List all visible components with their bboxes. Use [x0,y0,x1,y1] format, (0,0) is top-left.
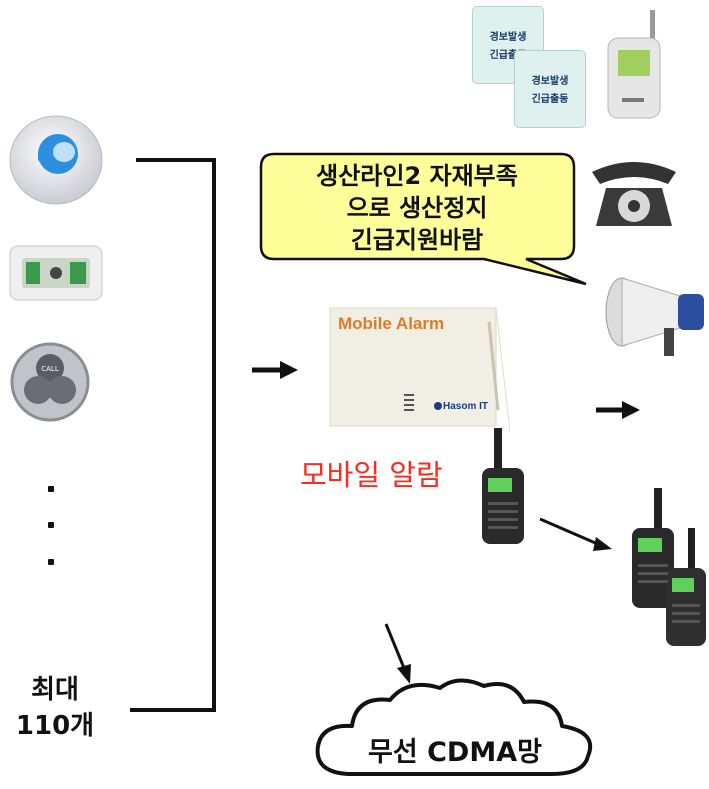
triple-call-button-device: CALL [8,340,92,424]
pager-back-line1: 경보발생 [489,32,527,43]
pager-front-line2: 긴급출동 [531,94,569,105]
walkie-talkie-icon [482,428,524,544]
cdma-network-label: 무선 CDMA망 [368,737,542,768]
callout-text: 생산라인2 자재부족 으로 생산정지 긴급지원바람 [268,160,566,256]
svg-text:CALL: CALL [41,365,59,373]
ellipsis-dot [48,486,54,492]
pager-back-line2: 긴급출동 [489,50,527,61]
mobile-alarm-label: 모바일 알람 [300,458,443,492]
mobile-alarm-brand: Mobile Alarm [338,314,445,333]
panel-device [8,240,104,304]
mobile-phone-icon [607,10,661,119]
cdma-cloud [315,678,593,776]
walkie-talkie-pair-icon [632,488,706,646]
callout-line2: 으로 생산정지 [346,194,488,222]
callout-line3: 긴급지원바람 [350,226,484,254]
max-devices-label: 최대 110개 [10,672,100,744]
pager-card-front: 경보발생 긴급출동 [514,50,586,128]
megaphone-icon [605,277,704,356]
mobile-alarm-maker: Hasom IT [443,401,489,412]
max-label-line2: 110개 [15,711,95,741]
call-button-device [8,112,104,208]
callout-line1: 생산라인2 자재부족 [316,162,518,190]
ellipsis-dot [48,522,54,528]
ellipsis-dot [48,559,54,565]
max-label-line1: 최대 [31,675,79,705]
mobile-alarm-box [329,307,510,432]
message-callout [259,152,587,286]
pager-front-line1: 경보발생 [531,76,569,87]
telephone-icon [592,162,676,226]
